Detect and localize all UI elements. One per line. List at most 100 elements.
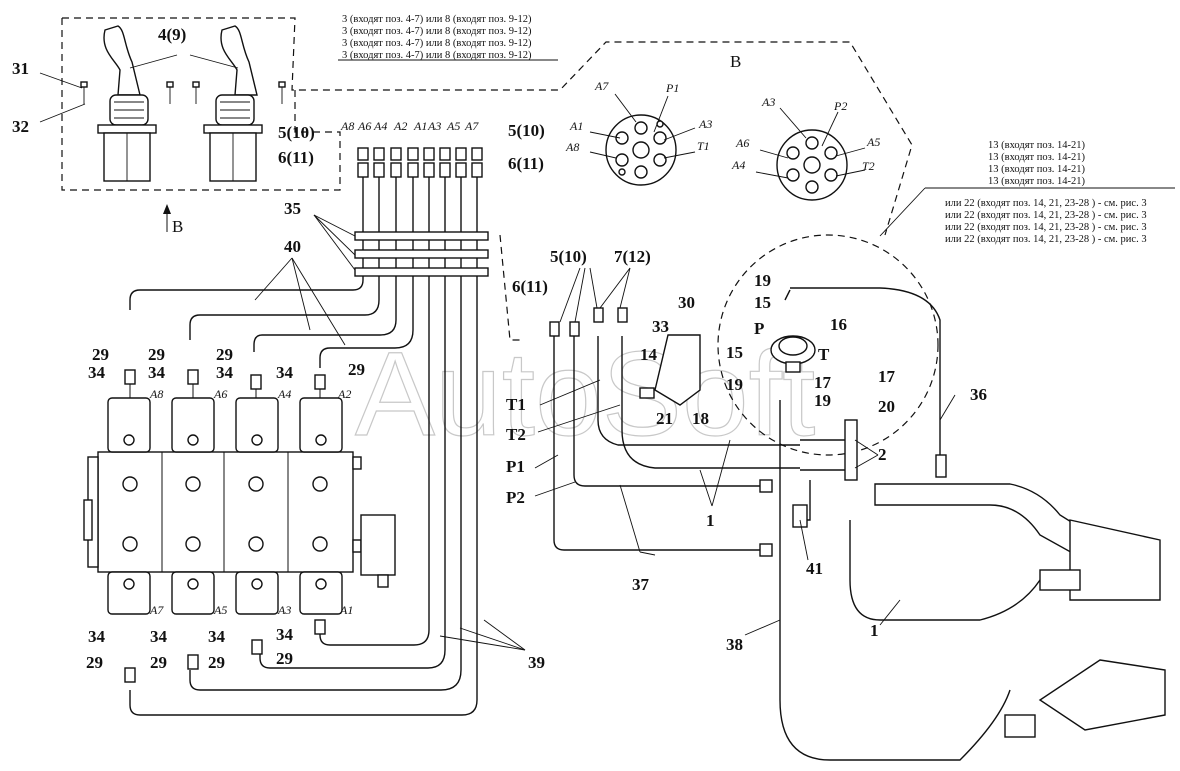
svg-text:A8: A8 (149, 387, 163, 401)
mount-screws (80, 81, 286, 104)
svg-text:5(10): 5(10) (550, 247, 587, 266)
svg-text:или 22 (входят поз. 14, 21, 23: или 22 (входят поз. 14, 21, 23-28 ) - см… (945, 198, 1147, 209)
svg-text:A3: A3 (761, 95, 775, 109)
bracket-18 (639, 334, 701, 406)
svg-text:3 (входят поз. 4-7) или 8 (вх: 3 (входят поз. 4-7) или 8 (входят поз. 9… (342, 38, 532, 49)
svg-text:21: 21 (656, 409, 673, 428)
joystick1-port-diagram: A7 P1 A1 A3 A8 T1 (565, 79, 712, 186)
pressure-sensor (770, 335, 816, 373)
valve-labels: A8 A6 A4 A2 A7 A5 A3 A1 (149, 387, 353, 617)
svg-text:A5: A5 (866, 135, 880, 149)
svg-text:5(10): 5(10) (278, 123, 315, 142)
svg-text:P1: P1 (665, 81, 679, 95)
leader-lines (254, 214, 956, 651)
svg-text:34: 34 (216, 363, 234, 382)
svg-text:29: 29 (348, 360, 365, 379)
svg-text:1: 1 (706, 511, 715, 530)
svg-text:A7: A7 (464, 119, 479, 133)
svg-text:29: 29 (86, 653, 103, 672)
right-piping (779, 287, 1166, 761)
svg-text:13 (входят поз. 14-21): 13 (входят поз. 14-21) (988, 176, 1086, 187)
svg-text:7(12): 7(12) (614, 247, 651, 266)
svg-text:13 (входят поз. 14-21): 13 (входят поз. 14-21) (988, 152, 1086, 163)
svg-text:30: 30 (678, 293, 695, 312)
svg-text:16: 16 (830, 315, 847, 334)
svg-text:P1: P1 (506, 457, 525, 476)
svg-text:5(10): 5(10) (508, 121, 545, 140)
svg-text:15: 15 (726, 343, 743, 362)
svg-text:T2: T2 (862, 159, 875, 173)
svg-text:2: 2 (878, 445, 887, 464)
svg-text:A2: A2 (393, 119, 407, 133)
svg-text:34: 34 (148, 363, 166, 382)
svg-text:37: 37 (632, 575, 650, 594)
svg-text:P: P (754, 319, 764, 338)
right-notes: 13 (входят поз. 14-21) 13 (входят поз. 1… (879, 140, 1175, 245)
svg-text:A6: A6 (213, 387, 227, 401)
svg-text:20: 20 (878, 397, 895, 416)
svg-text:T2: T2 (506, 425, 526, 444)
port-row-labels: A8 A6 A4 A2 A1 A3 A5 A7 (340, 119, 479, 133)
svg-text:29: 29 (276, 649, 293, 668)
svg-text:T1: T1 (506, 395, 526, 414)
svg-text:6(11): 6(11) (508, 154, 544, 173)
svg-text:35: 35 (284, 199, 301, 218)
svg-text:A8: A8 (565, 140, 579, 154)
joystick2-port-diagram: A3 P2 A6 A5 A4 T2 (731, 95, 880, 201)
svg-text:A1: A1 (569, 119, 583, 133)
svg-text:40: 40 (284, 237, 301, 256)
svg-text:или 22 (входят поз. 14, 21, 23: или 22 (входят поз. 14, 21, 23-28 ) - см… (945, 222, 1147, 233)
svg-text:13 (входят поз. 14-21): 13 (входят поз. 14-21) (988, 140, 1086, 151)
svg-text:33: 33 (652, 317, 669, 336)
svg-text:29: 29 (208, 653, 225, 672)
svg-text:18: 18 (692, 409, 709, 428)
svg-text:A4: A4 (731, 158, 745, 172)
svg-text:32: 32 (12, 117, 29, 136)
callouts: 31 32 4(9) 5(10) 6(11) 5(10) 6(11) 35 40… (12, 25, 987, 672)
valve-fittings (124, 369, 326, 683)
mid-dashed-line (499, 234, 520, 341)
joystick-left (97, 25, 157, 182)
svg-text:A1: A1 (413, 119, 427, 133)
svg-text:T1: T1 (697, 139, 710, 153)
svg-text:17: 17 (878, 367, 896, 386)
svg-text:A1: A1 (339, 603, 353, 617)
svg-text:34: 34 (88, 363, 106, 382)
valve-block (83, 397, 396, 615)
svg-text:4(9): 4(9) (158, 25, 186, 44)
svg-text:или 22 (входят поз. 14, 21, 23: или 22 (входят поз. 14, 21, 23-28 ) - см… (945, 234, 1147, 245)
svg-text:34: 34 (150, 627, 168, 646)
svg-text:A5: A5 (213, 603, 227, 617)
svg-text:1: 1 (870, 621, 879, 640)
joystick-right (203, 25, 263, 182)
svg-text:A7: A7 (149, 603, 164, 617)
fittings-row (357, 147, 483, 178)
svg-text:34: 34 (208, 627, 226, 646)
pilot-hoses (549, 307, 800, 557)
svg-text:13 (входят поз. 14-21): 13 (входят поз. 14-21) (988, 164, 1086, 175)
svg-text:29: 29 (150, 653, 167, 672)
svg-text:29: 29 (216, 345, 233, 364)
svg-text:34: 34 (88, 627, 106, 646)
view-arrow-label: В (172, 217, 183, 236)
svg-text:14: 14 (640, 345, 658, 364)
svg-text:A4: A4 (277, 387, 291, 401)
svg-text:29: 29 (92, 345, 109, 364)
svg-text:T: T (818, 345, 830, 364)
detail-dashed-circle (717, 234, 939, 456)
view-label: В (730, 52, 741, 71)
svg-text:A3: A3 (698, 117, 712, 131)
svg-text:A6: A6 (735, 136, 749, 150)
svg-text:19: 19 (754, 271, 771, 290)
svg-text:19: 19 (814, 391, 831, 410)
svg-text:A2: A2 (337, 387, 351, 401)
svg-text:41: 41 (806, 559, 823, 578)
svg-text:A3: A3 (427, 119, 441, 133)
top-notes: 3 (входят поз. 4-7) или 8 (входят поз. 9… (338, 14, 558, 61)
svg-text:36: 36 (970, 385, 987, 404)
svg-text:P2: P2 (833, 99, 847, 113)
svg-text:38: 38 (726, 635, 743, 654)
svg-text:A6: A6 (357, 119, 371, 133)
